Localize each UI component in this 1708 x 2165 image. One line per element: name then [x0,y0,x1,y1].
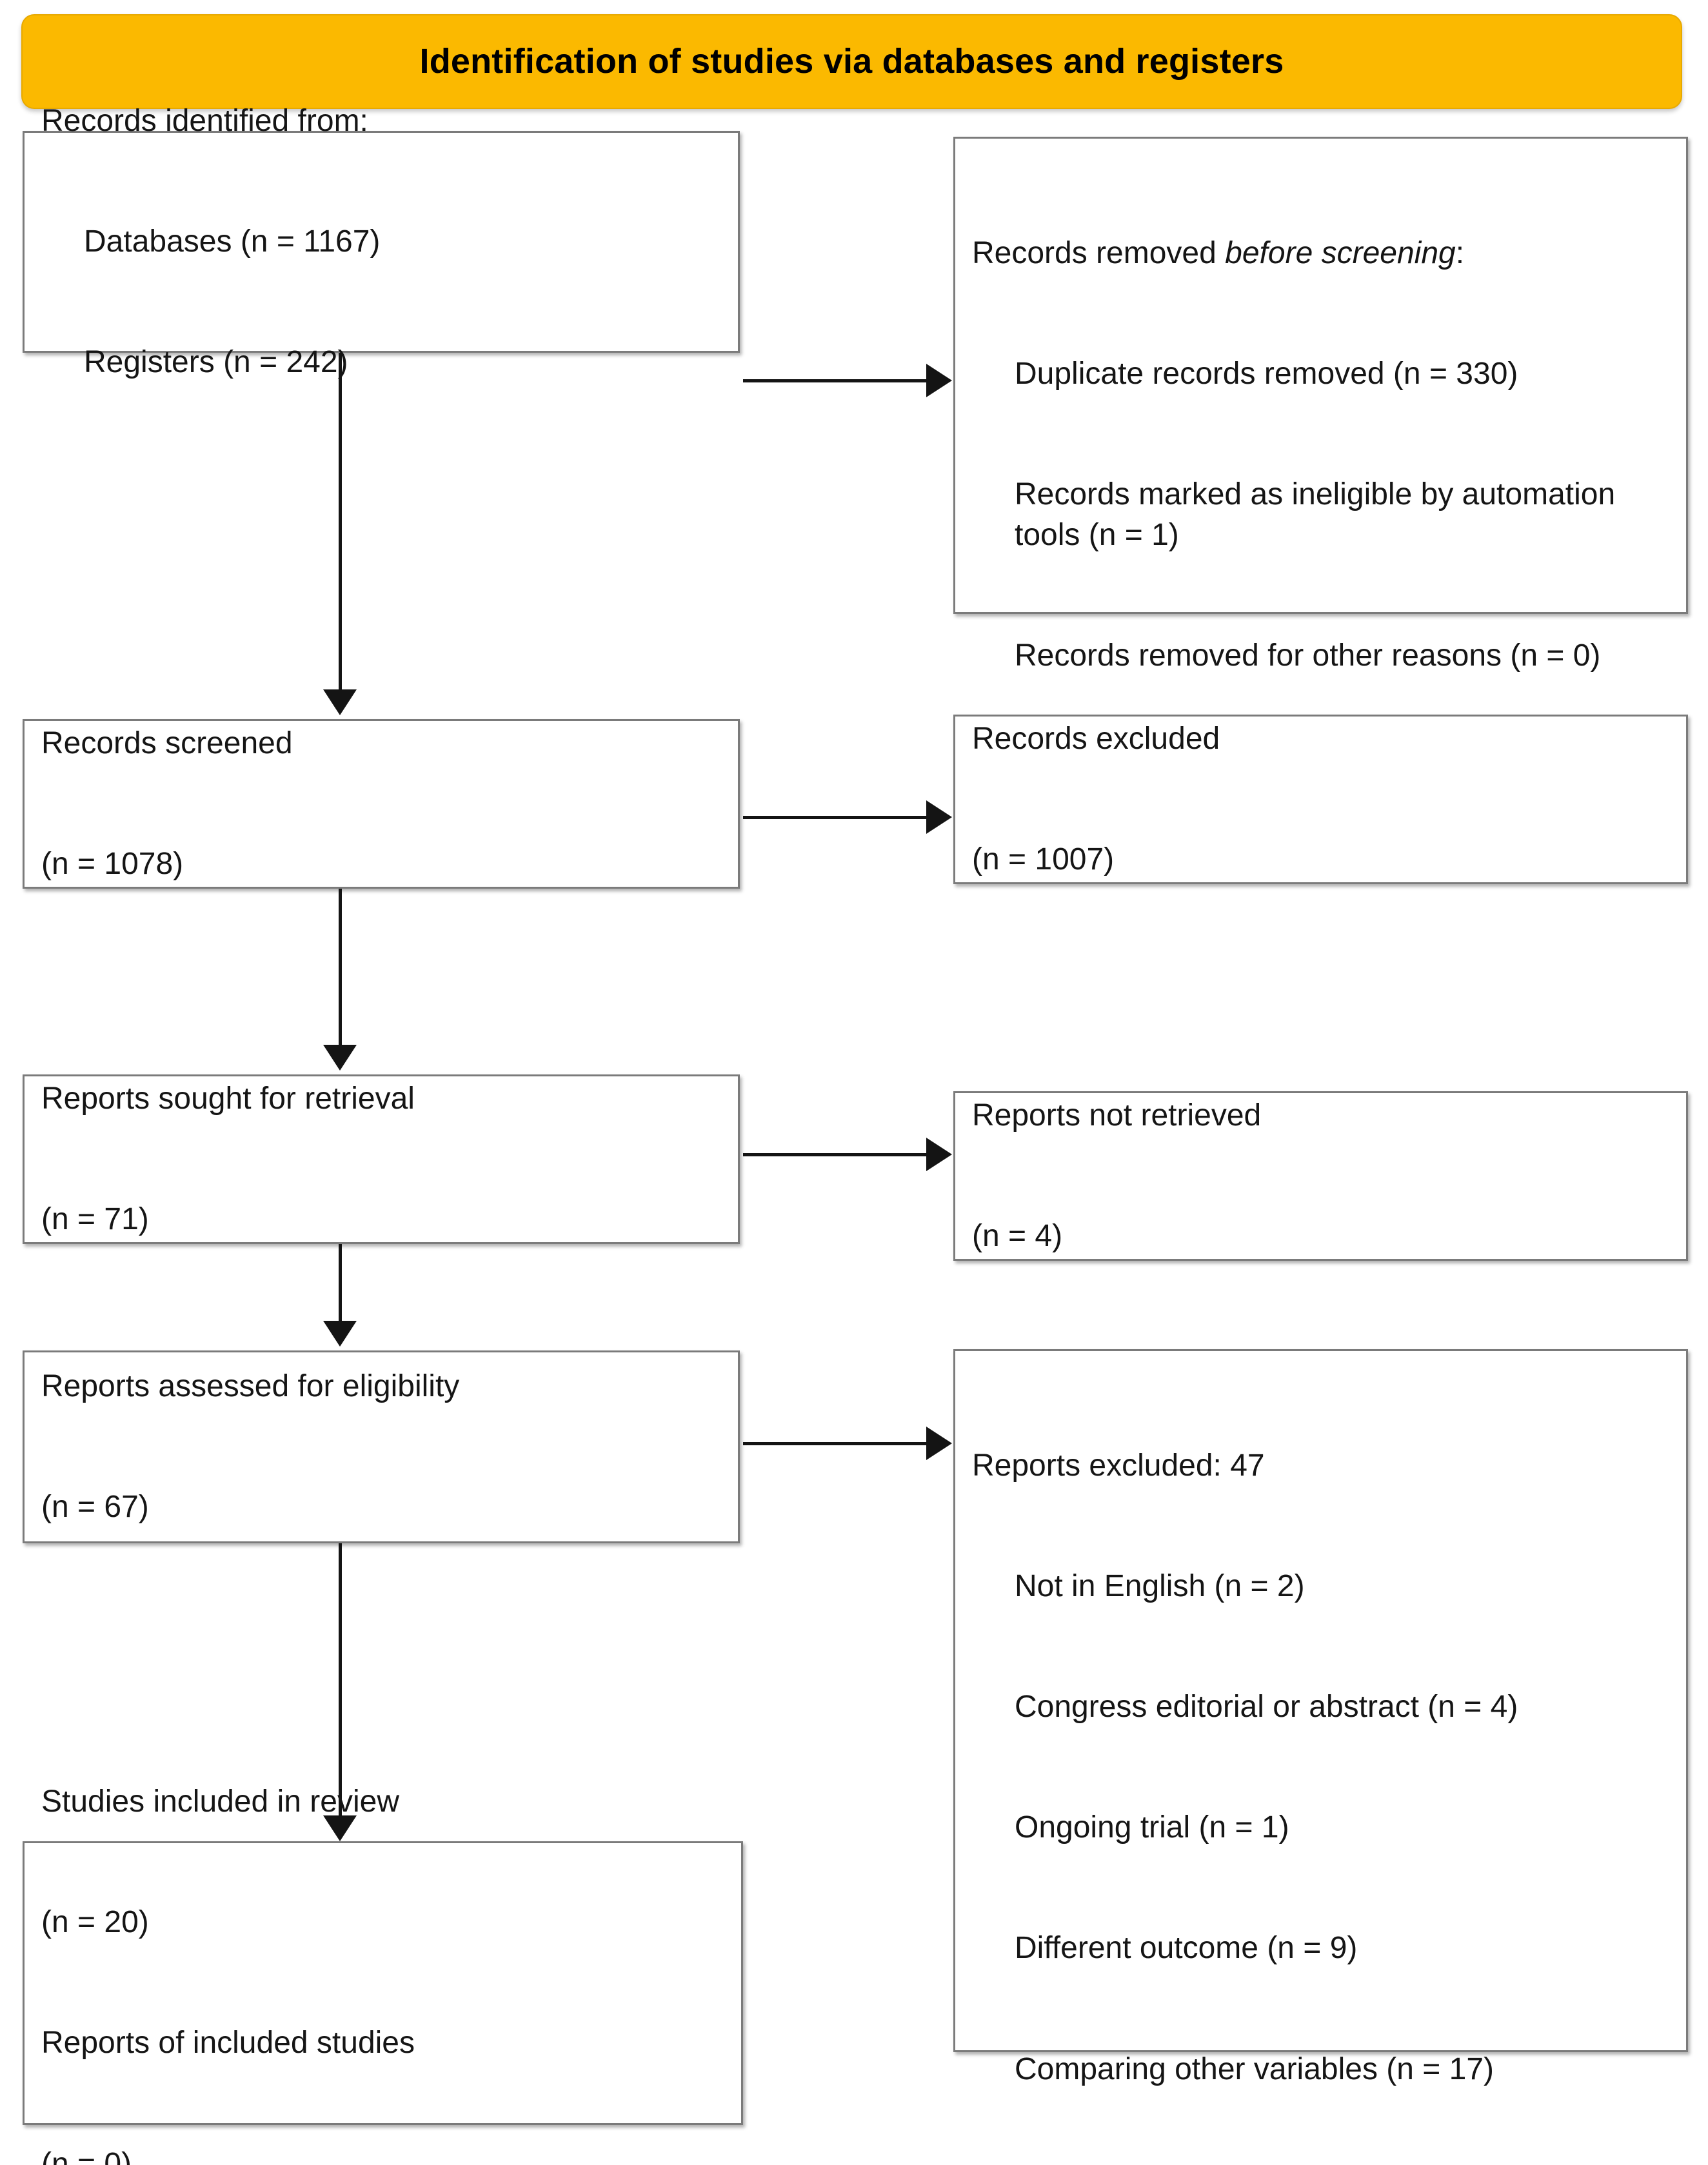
line-registers-count: Registers (n = 242) [84,344,348,379]
line-reports-excluded-heading: Reports excluded: 47 [972,1448,1265,1483]
box-records-excluded: Records excluded (n = 1007) [953,715,1688,884]
arrow-assessed-to-included-head [323,1815,357,1841]
box-studies-included-text: Studies included in review (n = 20) Repo… [25,1701,741,2165]
arrow-screened-to-excluded-head [926,800,952,834]
arrow-screened-to-sought-head [323,1045,357,1071]
box-reports-not-retrieved: Reports not retrieved (n = 4) [953,1091,1688,1261]
arrow-sought-to-not-retrieved [743,1153,928,1156]
box-records-removed-text: Records removed before screening: Duplic… [955,139,1686,756]
line-records-excluded-label: Records excluded [972,721,1220,756]
box-reports-sought-for-retrieval: Reports sought for retrieval (n = 71) [23,1074,740,1244]
arrow-identified-to-screened [339,353,342,689]
removed-heading-italic: before screening [1225,235,1456,270]
line-reports-of-included-count: (n = 0) [41,2146,132,2165]
box-records-screened-text: Records screened (n = 1078) [25,643,738,965]
line-reason-congress-editorial: Congress editorial or abstract (n = 4) [1015,1690,1518,1725]
banner-identification: Identification of studies via databases … [21,14,1682,109]
line-records-screened-count: (n = 1078) [41,846,184,881]
removed-heading-colon: : [1455,235,1465,270]
line-reason-ongoing-trial: Ongoing trial (n = 1) [1015,1810,1289,1845]
line-reason-different-outcome: Different outcome (n = 9) [1015,1931,1358,1966]
arrow-assessed-to-included [339,1543,342,1815]
line-records-removed-other-reasons: Records removed for other reasons (n = 0… [1015,638,1601,673]
box-reports-excluded-reasons-text: Reports excluded: 47 Not in English (n =… [955,1351,1686,2165]
box-records-identified-text: Records identified from: Databases (n = … [25,21,738,463]
arrow-sought-to-not-retrieved-head [926,1138,952,1171]
line-records-excluded-count: (n = 1007) [972,842,1115,876]
line-reason-comparing-other-variables: Comparing other variables (n = 17) [1015,2051,1494,2086]
arrow-identified-to-screened-head [323,689,357,715]
line-reports-sought-count: (n = 71) [41,1201,149,1236]
arrow-assessed-to-excluded-head [926,1427,952,1460]
line-records-identified-heading: Records identified from: [41,103,368,138]
line-reports-sought-label: Reports sought for retrieval [41,1081,415,1116]
arrow-identified-to-removed-head [926,364,952,397]
box-reports-sought-text: Reports sought for retrieval (n = 71) [25,998,738,1320]
banner-title: Identification of studies via databases … [419,41,1284,81]
line-removed-heading: Records removed before screening: [972,233,1669,273]
line-records-marked-ineligible: Records marked as ineligible by automati… [1015,477,1624,552]
box-records-identified: Records identified from: Databases (n = … [23,104,740,379]
line-duplicate-records-removed: Duplicate records removed (n = 330) [1015,356,1518,391]
box-reports-not-retrieved-text: Reports not retrieved (n = 4) [955,1015,1686,1337]
box-reports-excluded-reasons: Reports excluded: 47 Not in English (n =… [953,1349,1688,2086]
line-reports-of-included-label: Reports of included studies [41,2026,415,2061]
arrow-sought-to-assessed-head [323,1321,357,1347]
removed-heading-plain: Records removed [972,235,1226,270]
line-reason-not-in-english: Not in English (n = 2) [1015,1568,1305,1603]
box-records-screened: Records screened (n = 1078) [23,719,740,889]
box-studies-included-in-review: Studies included in review (n = 20) Repo… [23,1784,743,2165]
line-reports-not-retrieved-label: Reports not retrieved [972,1098,1262,1132]
box-reports-assessed-text: Reports assessed for eligibility (n = 67… [25,1286,738,1608]
line-reports-not-retrieved-count: (n = 4) [972,1218,1063,1253]
line-reports-assessed-label: Reports assessed for eligibility [41,1369,460,1403]
line-studies-included-label: Studies included in review [41,1784,399,1819]
line-databases-count: Databases (n = 1167) [84,224,381,259]
arrow-screened-to-sought [339,889,342,1045]
arrow-sought-to-assessed [339,1244,342,1321]
box-records-excluded-text: Records excluded (n = 1007) [955,638,1686,960]
line-studies-included-count: (n = 20) [41,1905,149,1940]
arrow-assessed-to-excluded [743,1442,928,1445]
line-records-screened-label: Records screened [41,726,293,760]
arrow-screened-to-excluded [743,816,928,819]
box-records-removed-before-screening: Records removed before screening: Duplic… [953,137,1688,673]
line-reports-assessed-count: (n = 67) [41,1489,149,1524]
arrow-identified-to-removed [743,379,928,382]
box-reports-assessed-for-eligibility: Reports assessed for eligibility (n = 67… [23,1350,740,1543]
